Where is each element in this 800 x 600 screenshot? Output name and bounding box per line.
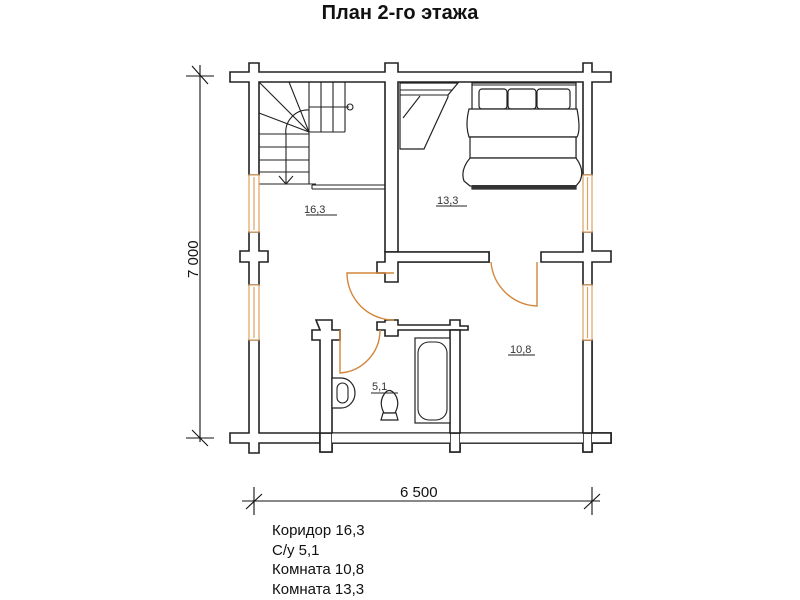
bathroom-fixtures xyxy=(331,337,451,424)
area-label-bathroom: 5,1 xyxy=(372,381,387,393)
sink xyxy=(331,377,356,409)
width-dimension: 6 500 xyxy=(242,484,601,515)
height-label: 7 000 xyxy=(185,240,202,278)
exterior-walls xyxy=(229,62,612,454)
legend-item: Комната 10,8 xyxy=(272,561,365,578)
area-label-corridor: 16,3 xyxy=(304,204,325,216)
width-label: 6 500 xyxy=(400,484,438,501)
stair-direction-arrow-icon xyxy=(278,175,294,185)
door-corridor-bathroom-hall xyxy=(346,272,395,321)
bed xyxy=(462,82,583,190)
room-labels: 16,3 13,3 10,8 5,1 xyxy=(304,195,535,394)
staircase xyxy=(258,81,354,185)
doors xyxy=(339,261,538,374)
toilet xyxy=(380,389,399,414)
legend-item: Комната 13,3 xyxy=(272,580,365,598)
door-room xyxy=(490,261,538,307)
bedroom-furniture xyxy=(399,82,583,190)
page-title: План 2-го этажа xyxy=(321,2,479,24)
bathtub xyxy=(414,337,451,424)
interior-walls xyxy=(259,183,490,434)
height-dimension: 7 000 xyxy=(185,65,214,447)
area-label-bedroom: 13,3 xyxy=(437,195,458,207)
legend-item: Коридор 16,3 xyxy=(272,522,365,539)
area-label-room: 10,8 xyxy=(510,344,531,356)
legend-item: С/у 5,1 xyxy=(272,541,320,559)
area-legend: Коридор 16,3 С/у 5,1 Комната 10,8 Комнат… xyxy=(272,521,365,599)
wardrobe xyxy=(399,82,460,150)
windows xyxy=(248,174,593,341)
door-bathroom xyxy=(339,329,381,374)
